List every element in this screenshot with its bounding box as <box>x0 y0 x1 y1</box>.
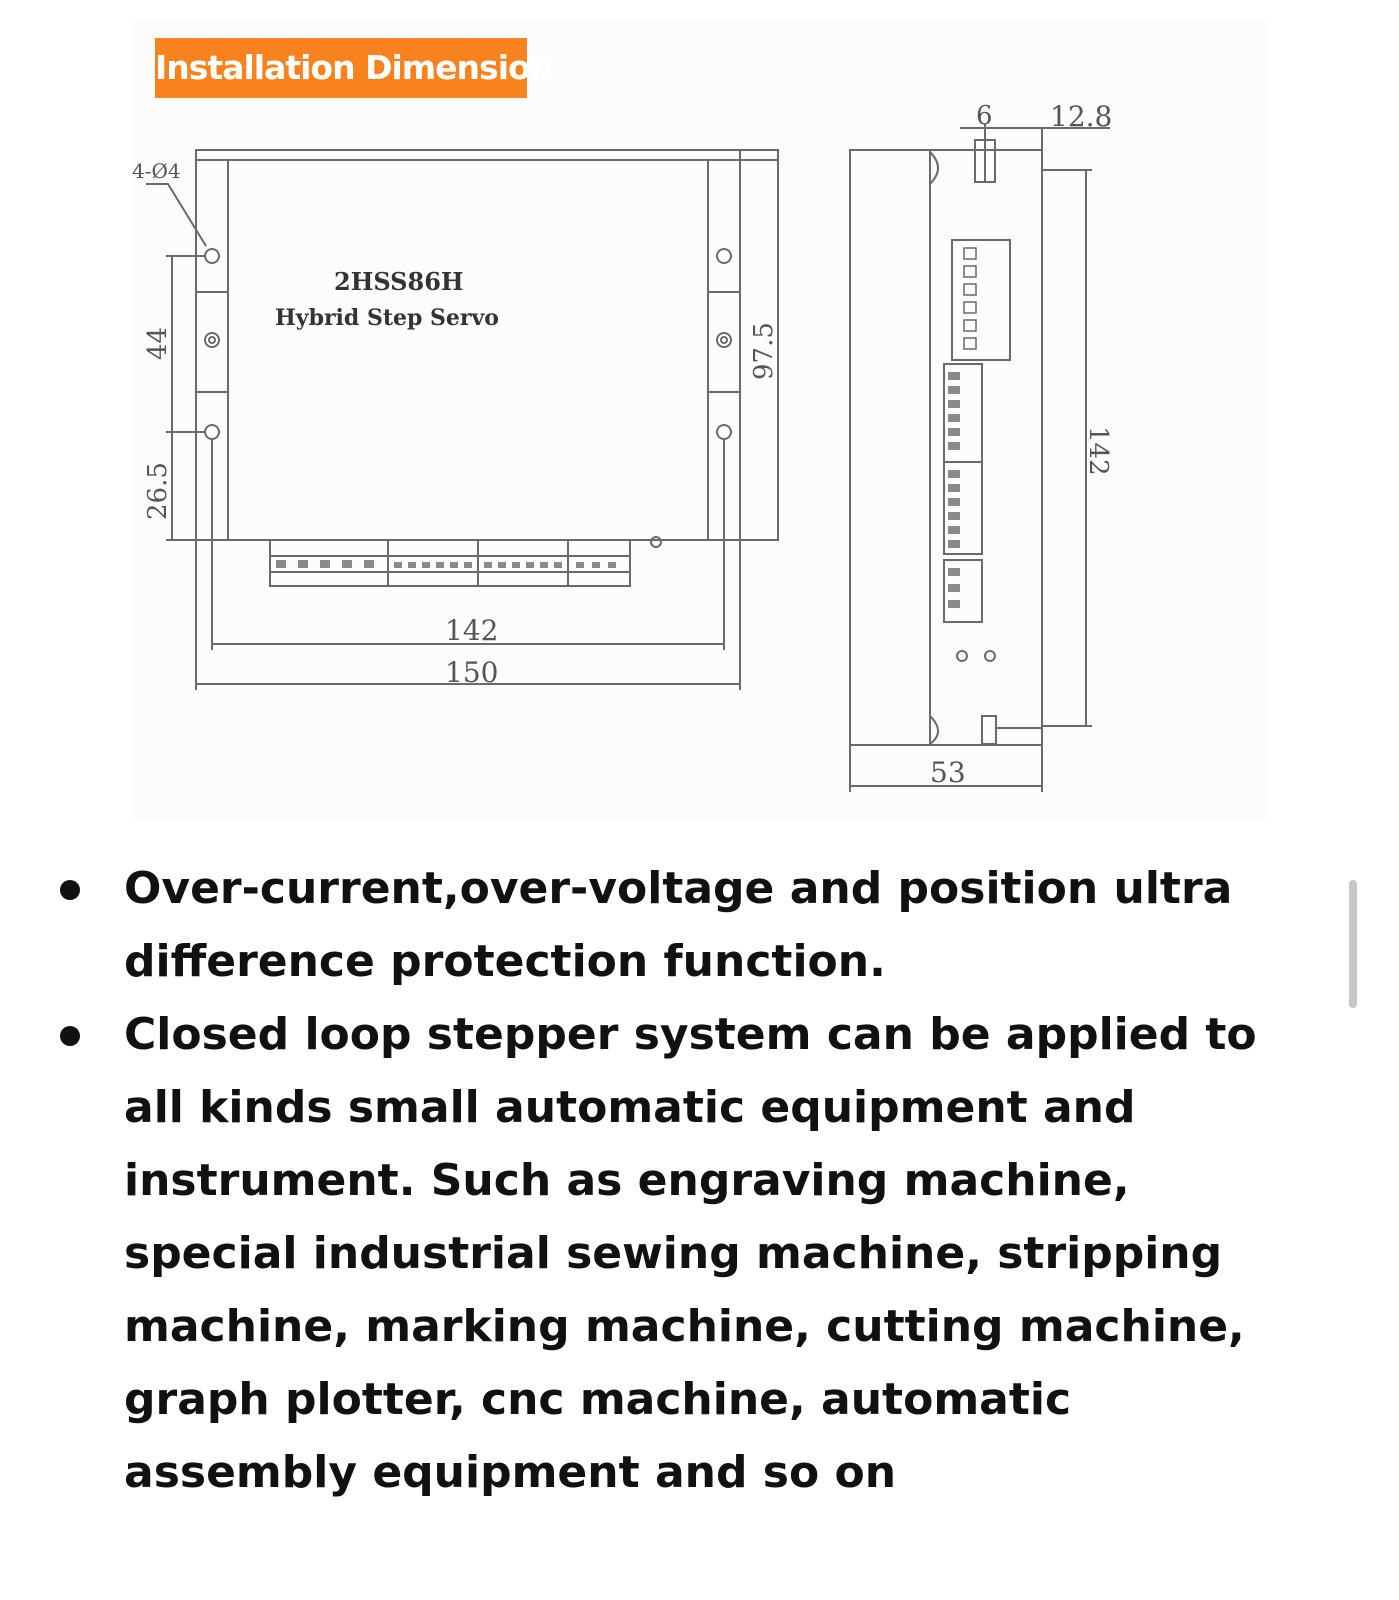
hole-icon <box>716 424 732 440</box>
installation-dimension-badge: Installation Dimension <box>155 38 553 98</box>
dim-inner-width: 142 <box>445 614 498 647</box>
side-connector-mid <box>943 363 983 555</box>
hole-callout-label: 4-Ø4 <box>132 159 181 183</box>
scrollbar-thumb[interactable] <box>1349 880 1357 1008</box>
side-connector-low <box>943 559 983 623</box>
dim-height: 97.5 <box>749 322 779 380</box>
list-item-text: Over-current,over-voltage and position u… <box>124 863 1233 987</box>
hole-icon <box>204 332 220 348</box>
installation-diagram <box>130 20 1270 820</box>
hole-icon <box>716 332 732 348</box>
hole-icon <box>204 424 220 440</box>
list-item-text: Closed loop stepper system can be applie… <box>124 1009 1257 1498</box>
dim-side-depth: 53 <box>930 756 966 789</box>
front-body-outline <box>195 149 779 541</box>
hole-icon <box>204 248 220 264</box>
side-body-outline <box>849 149 1043 746</box>
hole-icon <box>716 248 732 264</box>
bullet-icon <box>60 880 80 900</box>
bullet-icon <box>60 1026 80 1046</box>
dim-outer-width: 150 <box>445 656 498 689</box>
dim-top-small: 6 <box>976 101 993 131</box>
dim-bottom-offset: 26.5 <box>143 462 173 520</box>
model-description: Hybrid Step Servo <box>275 305 499 331</box>
dimension-drawing: 2HSS86H Hybrid Step Servo 4-Ø4 142 150 9… <box>132 100 1113 792</box>
dim-side-height: 142 <box>1083 426 1113 476</box>
list-item: Closed loop stepper system can be applie… <box>54 998 1314 1509</box>
side-connector-top <box>951 239 1011 361</box>
feature-list: Over-current,over-voltage and position u… <box>54 852 1314 1509</box>
bottom-connector <box>269 539 631 587</box>
dim-top-large: 12.8 <box>1050 100 1112 133</box>
model-label: 2HSS86H <box>334 267 464 296</box>
list-item: Over-current,over-voltage and position u… <box>54 852 1314 998</box>
dim-hole-spacing: 44 <box>143 327 173 360</box>
